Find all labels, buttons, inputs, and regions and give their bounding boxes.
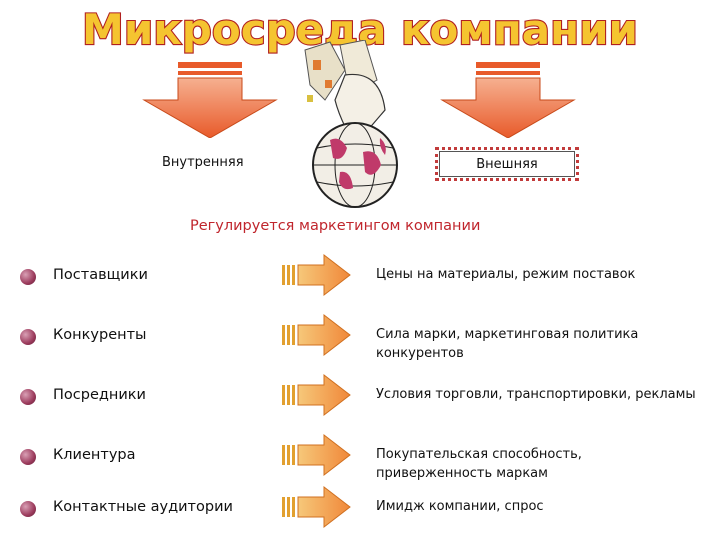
right-arrow-icon [282,485,352,529]
internal-label: Внутренняя [162,155,244,170]
bullet-icon [20,501,36,517]
factor-effect: Условия торговли, транспортировки, рекла… [376,387,696,402]
factor-effect: Сила марки, маркетинговая политика конку… [376,327,639,361]
right-arrow-icon [282,373,352,417]
bullet-icon [20,329,36,345]
right-arrow-icon [282,253,352,297]
bullet-icon [20,269,36,285]
globe-illustration [285,39,415,210]
factor-row: Конкуренты Сила марки, маркетинговая поли… [0,313,720,365]
factor-effect: Имидж компании, спрос [376,499,544,514]
factor-name: Контактные аудитории [53,499,233,515]
factor-row: Контактные аудитории Имидж компании, спро… [0,485,720,537]
right-arrow-icon [282,313,352,357]
factor-name: Клиентура [53,447,136,463]
bullet-icon [20,449,36,465]
factor-row: Клиентура Покупательская способность, при… [0,433,720,485]
regulated-caption: Регулируется маркетингом компании [190,218,481,234]
factor-effect: Цены на материалы, режим поставок [376,267,636,282]
bullet-icon [20,389,36,405]
factor-effect: Покупательская способность, приверженнос… [376,447,582,481]
right-arrow-icon [282,433,352,477]
internal-down-arrow [140,62,280,139]
factor-name: Конкуренты [53,327,147,343]
page-title: Микросреда компании [60,4,660,55]
factor-row: Поставщики Цены на материалы, режим поста… [0,253,720,305]
external-label: Внешняя [435,147,579,181]
factor-name: Поставщики [53,267,148,283]
external-down-arrow [438,62,578,139]
factor-row: Посредники Условия торговли, транспортиро… [0,373,720,425]
title-text: Микросреда компании [82,5,638,54]
factor-name: Посредники [53,387,146,403]
